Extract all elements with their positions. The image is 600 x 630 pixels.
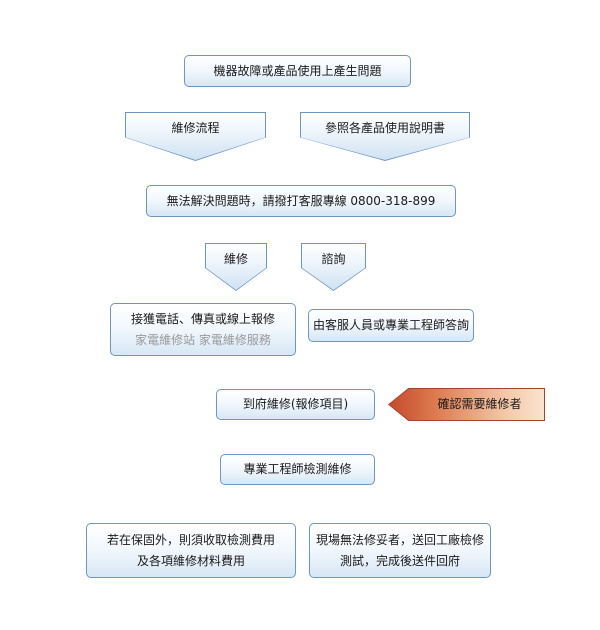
node-factory-return-line1: 現場無法修妥者，送回工廠檢修 <box>315 533 484 548</box>
node-warranty-fee-line1: 若在保固外，則須收取檢測費用 <box>106 533 275 548</box>
node-onsite-repair-label: 到府維修(報修項目) <box>242 397 349 412</box>
node-report-repair-line2: 家電維修站 家電維修服務 <box>135 332 271 347</box>
node-report-repair-line1: 接獲電話、傳真或線上報修 <box>130 312 275 327</box>
node-engineer-inspect: 專業工程師檢測維修 <box>220 454 375 485</box>
node-answer: 由客服人員或專業工程師答詢 <box>308 309 474 342</box>
node-problem: 機器故障或產品使用上產生問題 <box>184 55 411 87</box>
node-hotline: 無法解決問題時，請撥打客服專線 0800-318-899 <box>146 185 456 217</box>
pentagon-repair: 維修 <box>205 243 267 291</box>
node-problem-label: 機器故障或產品使用上產生問題 <box>213 63 382 78</box>
node-engineer-inspect-label: 專業工程師檢測維修 <box>243 462 352 477</box>
node-answer-label: 由客服人員或專業工程師答詢 <box>312 318 469 333</box>
node-hotline-label: 無法解決問題時，請撥打客服專線 0800-318-899 <box>166 193 436 208</box>
node-report-repair: 接獲電話、傳真或線上報修 家電維修站 家電維修服務 <box>110 303 296 356</box>
arrow-confirm-repair-label: 確認需要維修者 <box>437 397 522 412</box>
pentagon-refer-manual-label: 參照各產品使用說明書 <box>324 121 445 135</box>
pentagon-consult: 諮詢 <box>301 243 366 291</box>
pentagon-consult-label: 諮詢 <box>321 252 346 266</box>
node-factory-return-line2: 測試，完成後送件回府 <box>339 553 460 568</box>
pentagon-repair-process-label: 維修流程 <box>171 121 220 135</box>
node-onsite-repair: 到府維修(報修項目) <box>216 389 375 420</box>
node-warranty-fee-line2: 及各項維修材料費用 <box>136 553 245 568</box>
pentagon-repair-label: 維修 <box>223 252 248 266</box>
node-warranty-fee: 若在保固外，則須收取檢測費用 及各項維修材料費用 <box>86 523 296 578</box>
arrow-confirm-repair: 確認需要維修者 <box>388 388 545 421</box>
pentagon-repair-process: 維修流程 <box>125 112 266 161</box>
node-factory-return: 現場無法修妥者，送回工廠檢修 測試，完成後送件回府 <box>309 523 491 578</box>
pentagon-refer-manual: 參照各產品使用說明書 <box>300 112 470 161</box>
